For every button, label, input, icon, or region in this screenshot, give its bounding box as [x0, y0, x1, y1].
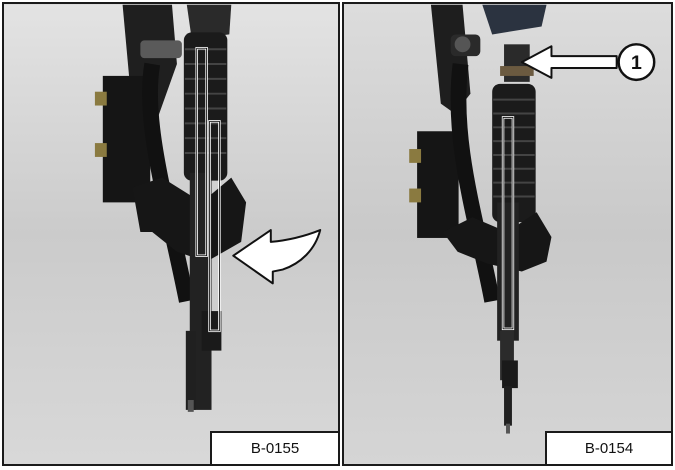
callout-arrow-icon: [520, 45, 618, 79]
figure-code-label: B-0154: [545, 431, 671, 464]
callout-badge: 1: [617, 43, 656, 82]
figure-code-label: B-0155: [210, 431, 338, 464]
curved-arrow-icon: [232, 229, 322, 285]
callout-number: 1: [631, 52, 642, 74]
photo-panel-right: 1 B-0154: [342, 2, 673, 466]
photo-panel-left: B-0155: [2, 2, 340, 466]
photo-left: [4, 4, 338, 464]
photo-right: 1: [344, 4, 671, 464]
